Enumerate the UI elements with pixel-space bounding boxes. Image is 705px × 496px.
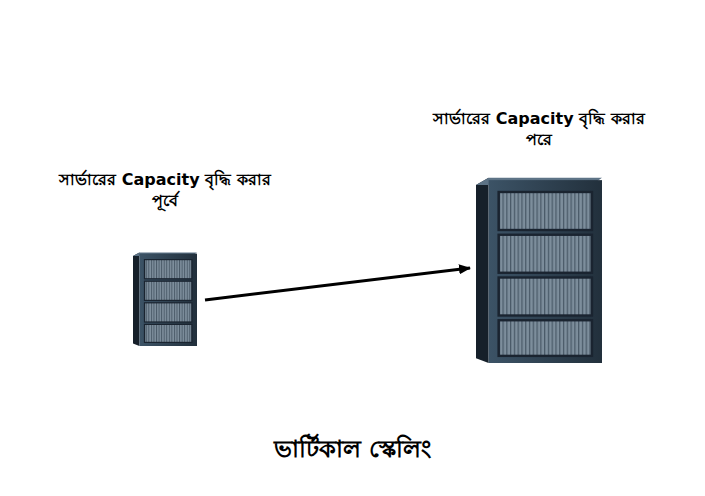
server-heading: সার্ভারের Capacity বৃদ্ধি করার পরে <box>419 109 659 151</box>
server-node: সার্ভারের Capacity বৃদ্ধি করার পরে <box>476 173 602 363</box>
server-heading: সার্ভারের Capacity বৃদ্ধি করার পূর্বে <box>45 170 285 212</box>
scaling-arrow <box>205 268 470 300</box>
server-illustration <box>133 250 197 346</box>
diagram-title: ভার্টিকাল স্কেলিং <box>0 430 705 470</box>
server-node: সার্ভারের Capacity বৃদ্ধি করার পূর্বে <box>133 250 197 346</box>
server-illustration <box>476 173 602 363</box>
